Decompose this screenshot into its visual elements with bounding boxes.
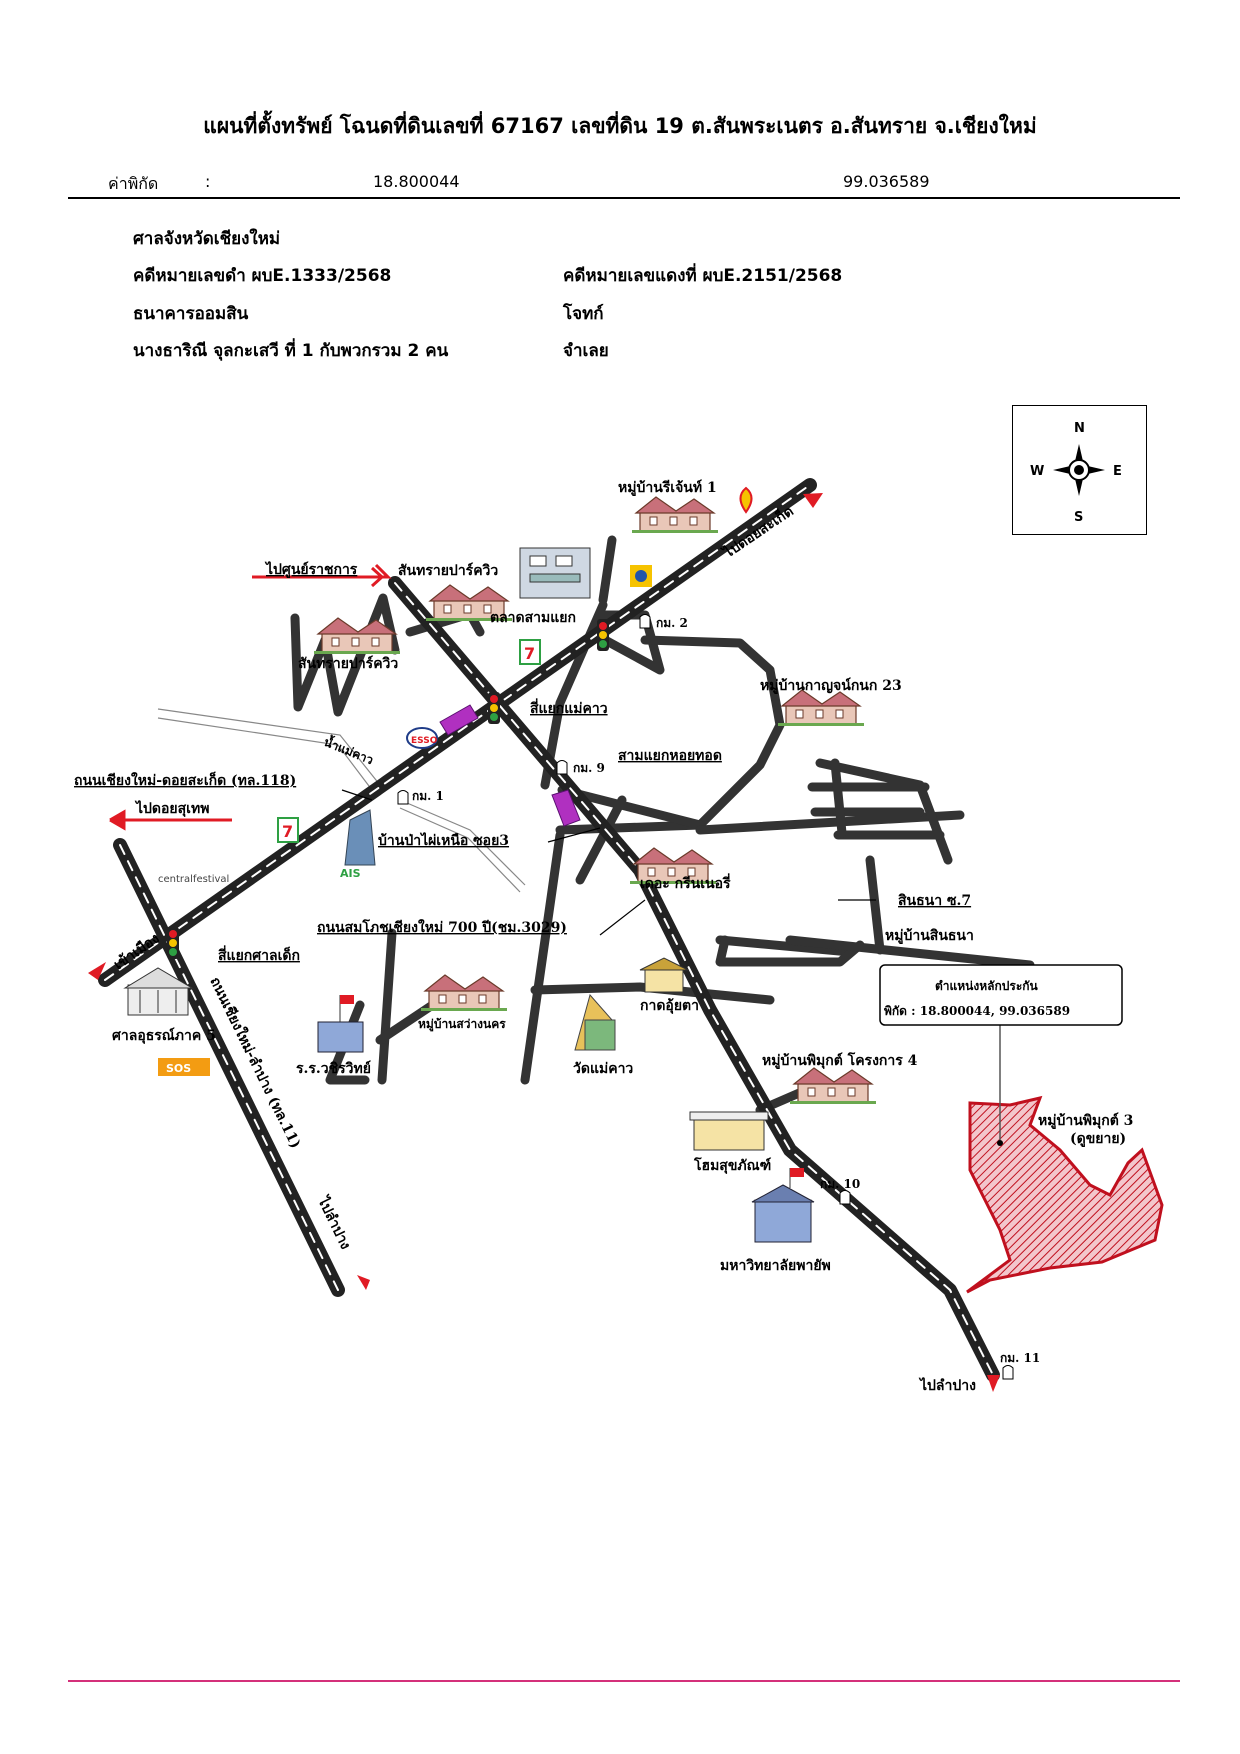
label-sala-utthon: ศาลอุธรณ์ภาค 5 <box>112 1027 216 1044</box>
compass-rose-icon: N S E W <box>1030 421 1122 525</box>
label-to-doisuthep: ไปดอยสุเทพ <box>134 799 209 817</box>
coord-label: ค่าพิกัด <box>108 174 159 193</box>
sos-logo-icon: SOS <box>158 1058 210 1076</box>
marker-callout <box>879 964 1123 1026</box>
label-kanjanakanok: หมู่บ้านกาญจน์กนก 23 <box>760 677 902 694</box>
black-case-number: คดีหมายเลขดำ ผบE.1333/2568 <box>133 266 392 286</box>
traffic-light-icon <box>488 692 500 724</box>
km-post-icon <box>397 790 409 805</box>
label-to-govcenter: ไปศูนย์ราชการ <box>264 560 358 578</box>
marker-coord: พิกัด : 18.800044, 99.036589 <box>884 1004 1070 1018</box>
footer-divider <box>68 1680 1180 1682</box>
label-wat-maekhao: วัดแม่คาว <box>573 1061 633 1077</box>
label-sansai-park1: สันทรายปาร์ควิว <box>398 562 498 579</box>
label-payap: มหาวิทยาลัยพายัพ <box>720 1258 831 1274</box>
compass-w: W <box>1030 464 1044 479</box>
university-icon <box>751 1168 815 1243</box>
esso-label: ESSO <box>411 736 438 746</box>
school-icon <box>317 995 364 1053</box>
road-118 <box>98 478 817 987</box>
seven-eleven-icon: 7 <box>277 817 299 843</box>
location-map: 7 7 ESSO AIS centralfestival SOS <box>74 478 1164 1394</box>
svg-text:7: 7 <box>524 644 535 663</box>
defendant-name: นางธาริณี จุลกะเสวี ที่ 1 กับพวกรวม 2 คน <box>133 341 449 361</box>
kad-market-icon <box>639 957 689 993</box>
label-to-lampang2: ไปลำปาง <box>918 1376 976 1394</box>
plaintiff-role: โจทก์ <box>563 304 604 324</box>
centralfestival-label: centralfestival <box>158 874 229 885</box>
traffic-light-icon <box>167 927 179 959</box>
label-km9: กม. 9 <box>573 761 605 775</box>
label-ban-papainuea: บ้านป่าไผ่เหนือ ซอย3 <box>378 831 509 849</box>
plaintiff-name: ธนาคารออมสิน <box>133 304 249 324</box>
shell-icon <box>739 486 753 514</box>
label-talad-samyaek: ตลาดสามแยก <box>490 610 576 626</box>
label-pimuk4: หมู่บ้านพิมุกต์ โครงการ 4 <box>762 1051 918 1069</box>
label-kad-uyta: กาดอุ้ยตา <box>640 998 699 1014</box>
header-divider <box>68 197 1180 199</box>
label-km10: กม. 10 <box>820 1177 860 1191</box>
court-name: ศาลจังหวัดเชียงใหม่ <box>133 229 281 249</box>
compass-box: N S E W <box>1012 405 1147 535</box>
page-title: แผนที่ตั้งทรัพย์ โฉนดที่ดินเลขที่ 67167 … <box>203 114 1037 138</box>
sos-label: SOS <box>166 1062 191 1075</box>
seven-eleven-icon: 7 <box>519 639 541 665</box>
label-pimuk3-sub: (ดูขยาย) <box>1070 1131 1126 1147</box>
ais-label: AIS <box>340 867 361 880</box>
marker-title: ตำแหน่งหลักประกัน <box>935 979 1039 993</box>
parcel-marker-dot <box>997 1140 1003 1146</box>
label-sansai-park2: สันทรายปาร์ควิว <box>298 655 398 672</box>
village-house-icon <box>631 496 719 534</box>
km-post-icon <box>1002 1365 1014 1380</box>
label-road118: ถนนเชียงใหม่-ดอยสะเก็ด (ทล.118) <box>74 771 296 789</box>
label-greenery: เดอะ กรีนเนอรี่ <box>640 873 731 892</box>
label-home-pro: โฮมสุขภัณฑ์ <box>693 1156 771 1174</box>
direction-arrows <box>88 493 1000 1392</box>
collateral-parcel <box>966 1095 1164 1294</box>
defendant-role: จำเลย <box>563 341 609 361</box>
label-siyaek-maekhao: สี่แยกแม่คาว <box>530 698 608 717</box>
river <box>157 708 526 893</box>
village-house-icon <box>777 689 865 727</box>
label-km1: กม. 1 <box>412 789 444 803</box>
coord-separator: : <box>205 172 211 191</box>
label-road3029: ถนนสมโภชเชียงใหม่ 700 ปี(ชม.3029) <box>317 918 567 936</box>
red-case-number: คดีหมายเลขแดงที่ ผบE.2151/2568 <box>563 266 843 286</box>
svg-text:7: 7 <box>282 822 293 841</box>
label-samyaek-hoithot: สามแยกหอยทอด <box>618 748 722 764</box>
km-post-icon <box>556 760 568 775</box>
label-km11: กม. 11 <box>1000 1351 1040 1365</box>
compass-n: N <box>1074 421 1085 436</box>
km-post-icon <box>639 614 651 629</box>
road-11 <box>113 838 345 1297</box>
compass-s: S <box>1074 510 1083 525</box>
compass-e: E <box>1113 464 1122 479</box>
latitude-value: 18.800044 <box>373 172 460 191</box>
label-sinthana7: สินธนา ซ.7 <box>898 893 972 909</box>
label-km2: กม. 2 <box>656 616 688 630</box>
court-building-icon <box>123 967 194 1016</box>
home-pro-icon <box>689 1111 769 1151</box>
esso-logo-icon: ESSO <box>406 727 438 749</box>
label-regent1: หมู่บ้านรีเจ้นท์ 1 <box>618 479 717 496</box>
village-house-icon <box>789 1067 877 1105</box>
shop-row-icon <box>439 704 581 827</box>
ais-tower-icon: AIS <box>340 809 376 880</box>
traffic-light-icon <box>597 619 609 651</box>
label-pimuk3: หมู่บ้านพิมุกต์ 3 <box>1038 1112 1133 1129</box>
leader-lines <box>341 789 876 936</box>
label-siyaek-saldek: สี่แยกศาลเด็ก <box>218 945 300 964</box>
temple-icon <box>574 993 616 1051</box>
longitude-value: 99.036589 <box>843 172 930 191</box>
label-nam-maekhao: น้ำแม่คาว <box>322 732 377 767</box>
market-icon <box>519 547 591 599</box>
label-sawangnakhon: หมู่บ้านสว่างนคร <box>418 1017 506 1032</box>
ptt-logo-icon <box>630 565 652 587</box>
label-vachiravit: ร.ร.วชิรวิทย์ <box>296 1060 371 1077</box>
km-post-icon <box>839 1190 851 1205</box>
label-to-doi-saket: ไปดอยสะเก็ด <box>719 502 797 563</box>
village-house-icon <box>420 974 508 1012</box>
label-ban-sinthana: หมู่บ้านสินธนา <box>885 928 974 944</box>
